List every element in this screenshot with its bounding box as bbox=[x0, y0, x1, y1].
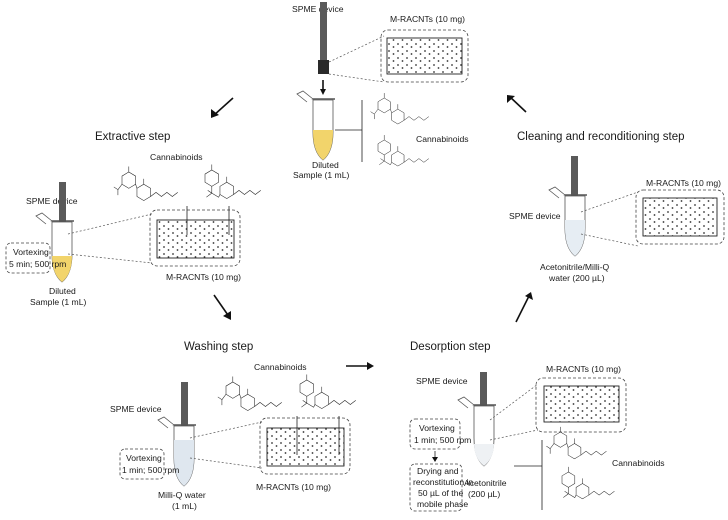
desorption-step: Desorption step SPME device Vortexing 1 … bbox=[409, 341, 665, 512]
vortex-label: Vortexing bbox=[419, 423, 455, 433]
spme-device-label: SPME device bbox=[416, 376, 468, 386]
cannabinoids-label: Cannabinoids bbox=[416, 134, 469, 144]
solvent-volume: water (200 µL) bbox=[548, 273, 605, 283]
vortex-settings: 1 min; 500 rpm bbox=[414, 435, 471, 445]
cannabinoid-b-structure bbox=[561, 466, 615, 500]
extractive-step-title: Extractive step bbox=[95, 131, 170, 143]
vortex-box bbox=[119, 448, 165, 480]
cannabinoids-label: Cannabinoids bbox=[612, 458, 665, 468]
cannabinoid-a-structure bbox=[217, 376, 283, 411]
spme-device-rod bbox=[59, 182, 66, 258]
drying-line-2: reconstitution in bbox=[413, 477, 473, 487]
milliq-volume: (1 mL) bbox=[172, 501, 197, 511]
sample-tube bbox=[296, 90, 336, 161]
spme-device-label: SPME device bbox=[509, 211, 561, 221]
cannabinoid-b-structure bbox=[299, 374, 357, 409]
mracnts-label: M-RACNTs (10 mg) bbox=[256, 482, 331, 492]
washing-step: Washing step Cannabinoids SPME device Vo… bbox=[110, 341, 357, 511]
cannabinoids-label: Cannabinoids bbox=[150, 152, 203, 162]
mracnts-label: M-RACNTs (10 mg) bbox=[390, 14, 465, 24]
vortex-box bbox=[409, 418, 461, 450]
vortex-settings: 5 min; 500 rpm bbox=[9, 259, 66, 269]
spme-device-rod bbox=[320, 2, 327, 74]
cannabinoid-a-structure bbox=[370, 92, 430, 125]
milliq-label: Milli-Q water bbox=[158, 490, 206, 500]
extractive-step: Extractive step Cannabinoids SPME device… bbox=[5, 131, 262, 307]
cleaning-step-title: Cleaning and reconditioning step bbox=[517, 131, 685, 143]
spme-device-label: SPME device bbox=[292, 4, 344, 14]
vortex-settings: 1 min; 500 rpm bbox=[122, 465, 179, 475]
sample-volume-label: Sample (1 mL) bbox=[30, 297, 86, 307]
washing-step-title: Washing step bbox=[184, 341, 253, 353]
vortex-label: Vortexing bbox=[126, 453, 162, 463]
sample-tube bbox=[35, 212, 75, 283]
sorbent-zoom-box bbox=[149, 209, 241, 267]
acetonitrile-volume: (200 µL) bbox=[468, 489, 500, 499]
drying-line-3: 50 µL of the bbox=[418, 488, 463, 498]
spme-device-rod bbox=[181, 382, 188, 462]
sorbent-zoom-box bbox=[259, 417, 351, 475]
cannabinoid-a-structure bbox=[113, 166, 179, 201]
sorbent-zoom-box bbox=[380, 29, 469, 83]
cannabinoid-b-structure bbox=[204, 164, 262, 199]
cleaning-solvent-tube bbox=[548, 186, 588, 257]
mracnts-label: M-RACNTs (10 mg) bbox=[646, 178, 721, 188]
sample-volume-label: Sample (1 mL) bbox=[293, 170, 349, 180]
vortex-label: Vortexing bbox=[13, 247, 49, 257]
spme-device-label: SPME device bbox=[110, 404, 162, 414]
initial-stage: SPME device Diluted Sample (1 mL) M-RACN… bbox=[292, 2, 469, 180]
mracnts-label: M-RACNTs (10 mg) bbox=[546, 364, 621, 374]
drying-box bbox=[409, 463, 463, 512]
diluted-label: Diluted bbox=[49, 286, 76, 296]
sorbent-coating bbox=[318, 60, 329, 74]
cleaning-step: Cleaning and reconditioning step SPME de… bbox=[509, 131, 725, 283]
desorption-step-title: Desorption step bbox=[410, 341, 491, 353]
solvent-label: Acetonitrile/Milli-Q bbox=[540, 262, 610, 272]
acetonitrile-label: Acetonitrile bbox=[464, 478, 507, 488]
diluted-label: Diluted bbox=[312, 160, 339, 170]
drying-line-1: Drying and bbox=[417, 466, 459, 476]
spme-device-label: SPME device bbox=[26, 196, 78, 206]
vortex-box bbox=[5, 242, 51, 274]
sorbent-zoom-box bbox=[535, 377, 627, 433]
acetonitrile-tube bbox=[457, 396, 497, 467]
sorbent-zoom-box bbox=[635, 189, 725, 245]
drying-line-4: mobile phase bbox=[417, 499, 468, 509]
cannabinoids-label: Cannabinoids bbox=[254, 362, 307, 372]
water-tube bbox=[157, 416, 197, 487]
mracnts-label: M-RACNTs (10 mg) bbox=[166, 272, 241, 282]
